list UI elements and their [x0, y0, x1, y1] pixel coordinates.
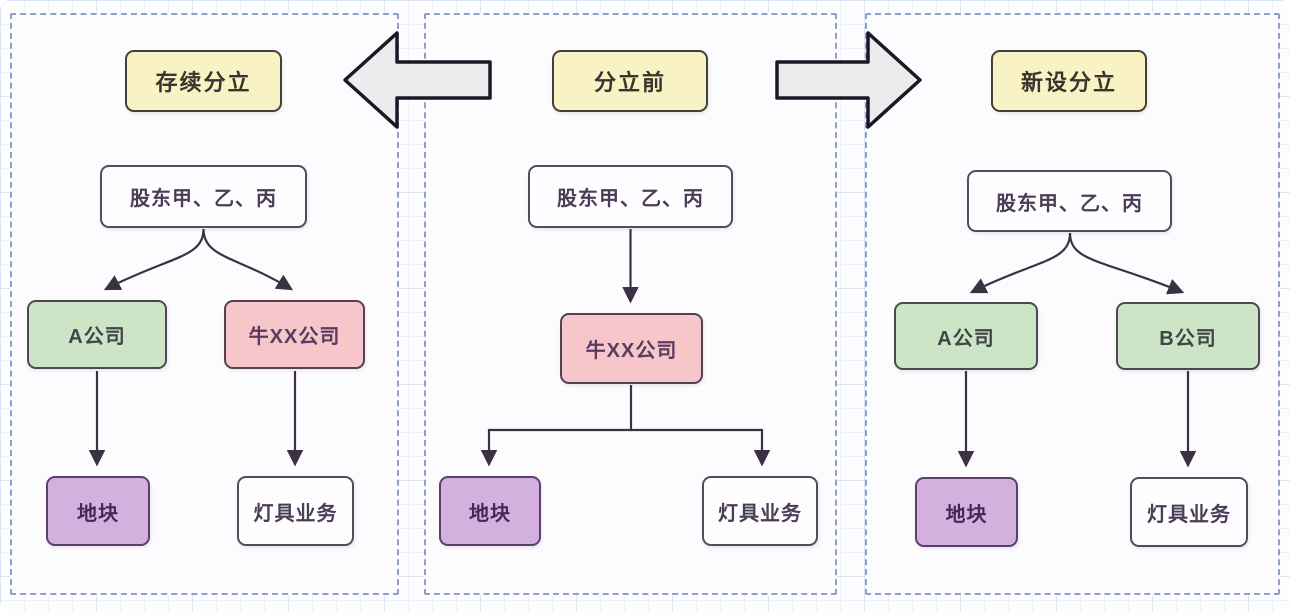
title-before-split: 分立前	[552, 50, 708, 112]
node-right-company-a: A公司	[894, 302, 1038, 370]
connector-left-shareholders-to-company-a	[103, 228, 205, 291]
connector-middle-company-to-land	[480, 385, 633, 467]
connector-right-shareholders-to-company-b	[1068, 232, 1185, 295]
block-arrow-right-icon	[775, 31, 922, 129]
node-left-company-niu: 牛XX公司	[224, 300, 365, 369]
node-right-shareholders: 股东甲、乙、丙	[967, 170, 1172, 232]
title-new-split: 新设分立	[991, 50, 1147, 112]
node-right-company-b: B公司	[1116, 302, 1260, 370]
node-middle-company-niu: 牛XX公司	[560, 313, 703, 384]
node-left-shareholders: 股东甲、乙、丙	[100, 165, 307, 228]
node-left-company-a: A公司	[27, 300, 167, 369]
title-surviving-split: 存续分立	[125, 50, 282, 112]
node-middle-land: 地块	[439, 476, 541, 546]
connector-middle-company-to-lighting	[631, 428, 771, 467]
connector-right-shareholders-to-company-a	[969, 232, 1072, 294]
node-middle-lighting-business: 灯具业务	[702, 476, 818, 546]
node-middle-shareholders: 股东甲、乙、丙	[528, 165, 733, 228]
node-right-lighting-business: 灯具业务	[1130, 477, 1248, 547]
block-arrow-left-icon	[343, 31, 492, 129]
node-right-land: 地块	[915, 477, 1018, 547]
node-left-land: 地块	[46, 476, 150, 546]
connector-left-shareholders-to-company-niu	[202, 228, 294, 291]
node-left-lighting-business: 灯具业务	[237, 476, 354, 546]
